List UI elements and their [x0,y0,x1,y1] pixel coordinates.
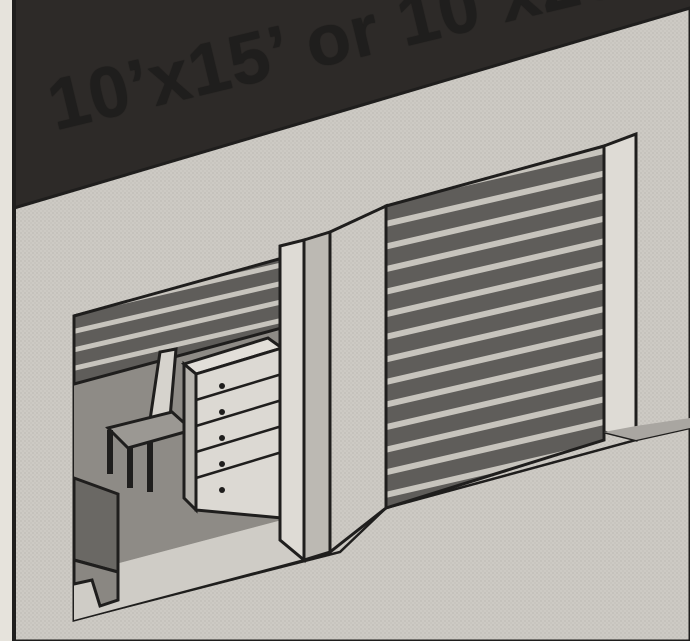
bed-icon [72,475,120,608]
right-unit-pillar-front [602,131,638,442]
right-unit-shutter [384,144,606,511]
left-unit-wall-segment [328,203,388,556]
right-unit-pillar-shadow [604,418,690,440]
left-unit-pillar-side [302,229,332,563]
left-unit-pillar-front [278,238,306,564]
paper-margin [0,0,12,641]
left-unit-floor [74,520,330,620]
night-sky [14,0,690,208]
dresser-icon [180,336,286,520]
